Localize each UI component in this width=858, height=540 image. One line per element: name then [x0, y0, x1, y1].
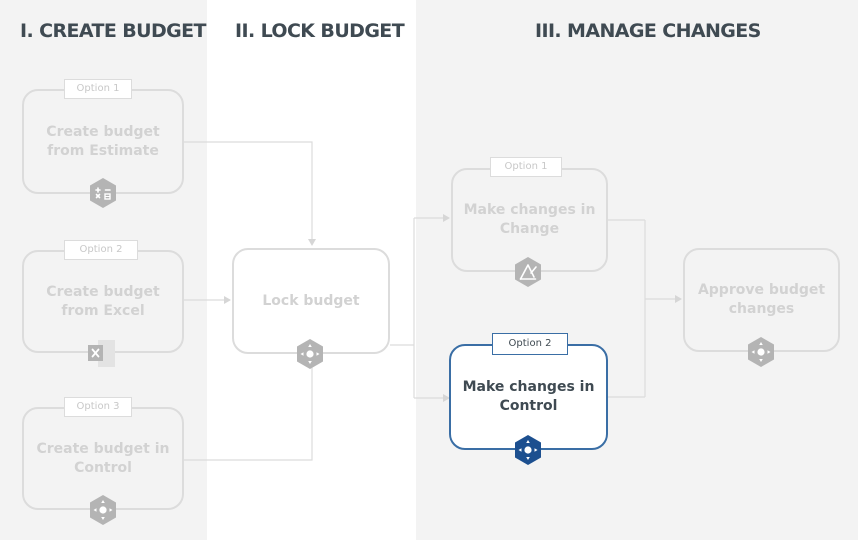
- option-1-tag: Option 1: [490, 157, 562, 177]
- option-2-tag: Option 2: [64, 240, 138, 260]
- node-label: Make changes in Control: [462, 379, 595, 414]
- node-label: Make changes in Change: [463, 202, 596, 237]
- make-changes-in-change-node[interactable]: Make changes in Change: [451, 168, 608, 272]
- connector-control-to-lock: [184, 355, 316, 461]
- node-label: Create budget in Control: [36, 440, 170, 476]
- calculator-icon: [87, 177, 119, 209]
- option-2-tag: Option 2: [492, 333, 568, 355]
- node-label: Lock budget: [262, 292, 360, 309]
- node-label: Approve budget changes: [697, 282, 826, 317]
- node-label: Create budget from Excel: [46, 283, 160, 319]
- connector-estimate-to-lock: [184, 141, 316, 246]
- control-icon: [745, 336, 777, 368]
- create-budget-from-excel-node[interactable]: Create budget from Excel: [22, 250, 184, 353]
- option-3-tag: Option 3: [64, 397, 132, 417]
- excel-icon: [86, 338, 118, 370]
- option-1-tag: Option 1: [64, 79, 132, 99]
- control-icon: [87, 494, 119, 526]
- manage-changes-heading: III. MANAGE CHANGES: [535, 20, 761, 42]
- create-budget-heading: I. CREATE BUDGET: [20, 20, 206, 42]
- node-label: Create budget from Estimate: [46, 123, 160, 159]
- approve-budget-changes-node[interactable]: Approve budget changes: [683, 248, 840, 352]
- lock-budget-heading: II. LOCK BUDGET: [235, 20, 405, 42]
- control-icon: [294, 338, 326, 370]
- make-changes-in-control-node[interactable]: Make changes in Control: [449, 344, 608, 450]
- change-icon: [512, 256, 544, 288]
- control-icon: [512, 434, 544, 466]
